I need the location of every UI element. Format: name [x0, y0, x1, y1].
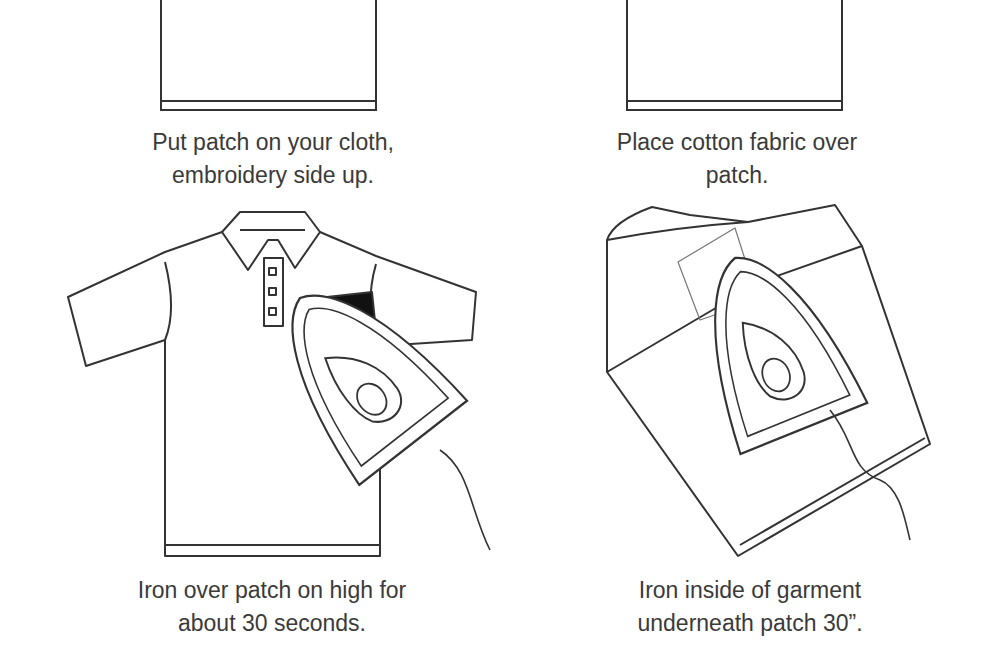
- step-caption: Place cotton fabric over patch.: [607, 126, 867, 192]
- step-caption: Iron over patch on high for about 30 sec…: [115, 574, 430, 640]
- iron: [246, 256, 467, 485]
- step-caption: Iron inside of garment underneath patch …: [578, 574, 923, 640]
- polo-shirt: [68, 212, 476, 556]
- garment-inside: [607, 205, 930, 556]
- iron-cord: [830, 410, 910, 540]
- step-caption: Put patch on your cloth, embroidery side…: [108, 126, 438, 192]
- iron-cord: [440, 450, 490, 550]
- cloth-piece: [627, 0, 842, 110]
- cloth-piece: [161, 0, 376, 110]
